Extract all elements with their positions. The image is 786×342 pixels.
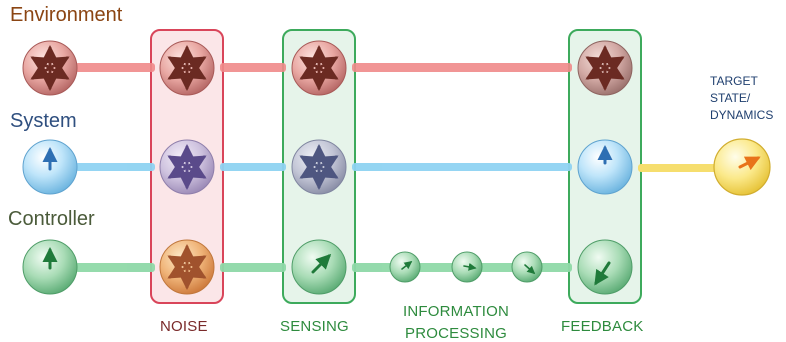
feedback-label: FEEDBACK bbox=[561, 318, 644, 335]
system-label: System bbox=[10, 110, 77, 132]
target-label-line3: DYNAMICS bbox=[710, 108, 774, 122]
noise-system-sphere bbox=[159, 139, 215, 195]
processing-sphere-2 bbox=[451, 251, 483, 283]
feedback-environment-sphere bbox=[577, 40, 633, 96]
sensing-system-sphere bbox=[291, 139, 347, 195]
feedback-system-sphere bbox=[577, 139, 633, 195]
environment-sphere bbox=[22, 40, 78, 96]
feedback-controller-sphere bbox=[577, 239, 633, 295]
system-link bbox=[75, 163, 572, 171]
target-sphere bbox=[713, 138, 771, 196]
information-processing-label-line2: PROCESSING bbox=[405, 325, 508, 342]
processing-sphere-1 bbox=[389, 251, 421, 283]
environment-label: Environment bbox=[10, 4, 123, 26]
target-label-line1: TARGET bbox=[710, 74, 758, 88]
environment-link bbox=[75, 63, 572, 72]
target-link bbox=[638, 164, 718, 172]
sensing-environment-sphere bbox=[291, 40, 347, 96]
noise-controller-sphere bbox=[159, 239, 215, 295]
sensing-controller-sphere bbox=[291, 239, 347, 295]
processing-sphere-3 bbox=[511, 251, 543, 283]
information-processing-label-line1: INFORMATION bbox=[403, 303, 510, 320]
controller-label: Controller bbox=[8, 208, 95, 230]
system-sphere bbox=[22, 139, 78, 195]
noise-environment-sphere bbox=[159, 40, 215, 96]
noise-label: NOISE bbox=[160, 318, 208, 335]
target-label-line2: STATE/ bbox=[710, 91, 751, 105]
sensing-label: SENSING bbox=[280, 318, 349, 335]
controller-sphere bbox=[22, 239, 78, 295]
